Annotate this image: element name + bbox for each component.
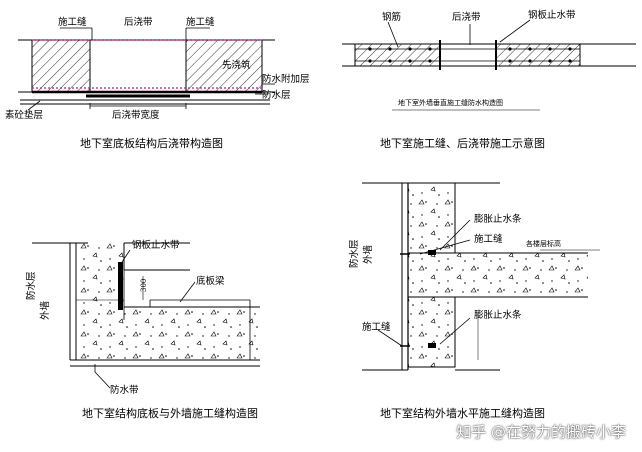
d2-label-steel-stop: 钢板止水带 <box>528 9 576 21</box>
d4-label-level: 各楼层标高 <box>526 239 561 248</box>
d3-label-waterstop: 防水带 <box>110 384 139 396</box>
d2-caption: 地下室施工缝、后浇带施工示意图 <box>380 136 545 150</box>
steel-waterstop <box>118 262 123 310</box>
slab-left <box>31 39 91 93</box>
d4-label-outer-wall: 外墙 <box>362 244 374 264</box>
d1-label-strip-width: 后浇带宽度 <box>112 109 160 121</box>
d3-dim: 300 <box>140 279 148 292</box>
d1-label-waterproof: 防水层 <box>262 89 291 101</box>
d2-label-strip: 后浇带 <box>452 11 481 23</box>
d1-label-primary: 先浇筑 <box>222 59 251 71</box>
diagram-3: 300 钢板止水带 防水层 外墙 底板梁 防水带 地下室结构底板与外墙施工缝构造… <box>25 239 260 420</box>
diagram-1: 施工缝 后浇带 施工缝 先浇筑 防水附加层 防水层 素砼垫层 后浇带宽度 地下室… <box>5 16 310 150</box>
d4-label-swell-bottom: 膨胀止水条 <box>474 309 522 321</box>
outer-wall-body <box>76 243 124 360</box>
d1-label-cushion: 素砼垫层 <box>5 109 43 121</box>
floor-slab-4 <box>408 253 588 297</box>
d4-label-swell-top: 膨胀止水条 <box>474 213 522 225</box>
wall-lower <box>407 296 456 368</box>
d3-label-floor-beam: 底板梁 <box>196 275 225 287</box>
d2-label-rebar: 钢筋 <box>382 11 401 23</box>
d3-label-steel-stop: 钢板止水带 <box>132 239 180 251</box>
swell-strip-top <box>428 250 436 255</box>
wall-strip <box>439 43 497 67</box>
d2-sub-caption: 地下室外墙垂直施工缝防水构造图 <box>398 98 503 107</box>
d4-label-joint-bottom: 施工缝 <box>362 321 391 333</box>
d1-label-strip: 后浇带 <box>124 16 153 28</box>
post-cast-strip <box>89 39 187 93</box>
d1-label-joint-left: 施工缝 <box>58 16 87 28</box>
d3-label-waterproof-layer: 防水层 <box>25 271 37 300</box>
d1-label-joint-right: 施工缝 <box>186 16 215 28</box>
watermark: 知乎 @在努力的搬砖小李 <box>456 423 626 441</box>
d3-label-outer-wall: 外墙 <box>39 300 51 320</box>
diagram-2: 钢筋 后浇带 钢板止水带 地下室外墙垂直施工缝防水构造图 地下室施工缝、后浇带施… <box>342 9 636 150</box>
wall-left <box>354 43 441 67</box>
diagram-4: 膨胀止水条 施工缝 各楼层标高 防水层 外墙 膨胀止水条 施工缝 地下室结构外墙… <box>348 182 600 420</box>
d1-label-waterproof-extra: 防水附加层 <box>262 73 310 85</box>
floor-slab <box>124 307 260 360</box>
d4-label-waterproof-layer: 防水层 <box>348 239 360 268</box>
d3-caption: 地下室结构底板与外墙施工缝构造图 <box>82 406 258 420</box>
swell-strip-bottom <box>428 343 436 348</box>
d1-caption: 地下室底板结构后浇带构造图 <box>80 136 223 150</box>
wall-right <box>495 43 581 67</box>
d4-caption: 地下室结构外墙水平施工缝构造图 <box>380 406 545 420</box>
d4-label-joint-top: 施工缝 <box>474 233 503 245</box>
